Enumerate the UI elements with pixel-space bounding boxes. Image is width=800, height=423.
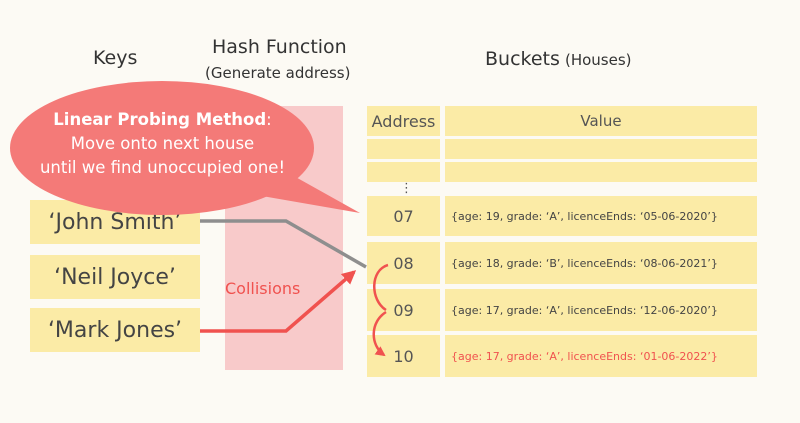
empty-value-cell — [445, 139, 757, 159]
bubble-title: Linear Probing Method — [53, 110, 267, 129]
bubble-line-2: Move onto next house — [70, 134, 255, 153]
buckets-subtitle: (Houses) — [564, 51, 632, 69]
empty-address-cell — [367, 162, 440, 182]
hash-function-header: Hash Function — [212, 36, 347, 58]
value-09: {age: 17, grade: ‘A’, licenceEnds: ‘12-0… — [445, 289, 757, 331]
key-john-smith: ‘John Smith’ — [30, 200, 200, 244]
value-07: {age: 19, grade: ‘A’, licenceEnds: ‘05-0… — [445, 196, 757, 236]
address-header: Address — [367, 106, 440, 136]
bubble-text: Linear Probing Method: Move onto next ho… — [20, 108, 305, 180]
bubble-title-line: Linear Probing Method: — [20, 108, 305, 132]
address-09: 09 — [367, 289, 440, 331]
buckets-title: Buckets — [485, 48, 560, 70]
value-08: {age: 18, grade: ‘B’, licenceEnds: ‘08-0… — [445, 242, 757, 284]
address-07: 07 — [367, 196, 440, 236]
ellipsis: ⋮ — [400, 181, 413, 196]
address-08: 08 — [367, 242, 440, 284]
value-header: Value — [445, 106, 757, 136]
key-mark-jones: ‘Mark Jones’ — [30, 308, 200, 352]
collisions-label: Collisions — [225, 279, 301, 298]
address-10: 10 — [367, 335, 440, 377]
buckets-header: Buckets (Houses) — [485, 48, 632, 70]
key-neil-joyce: ‘Neil Joyce’ — [30, 255, 200, 299]
empty-address-cell — [367, 139, 440, 159]
bubble-title-colon: : — [266, 110, 272, 129]
empty-value-cell — [445, 162, 757, 182]
keys-header: Keys — [93, 47, 138, 69]
hash-function-subheader: (Generate address) — [205, 64, 351, 82]
bubble-line-3: until we find unoccupied one! — [39, 158, 286, 177]
value-10: {age: 17, grade: ‘A’, licenceEnds: ‘01-0… — [445, 335, 757, 377]
